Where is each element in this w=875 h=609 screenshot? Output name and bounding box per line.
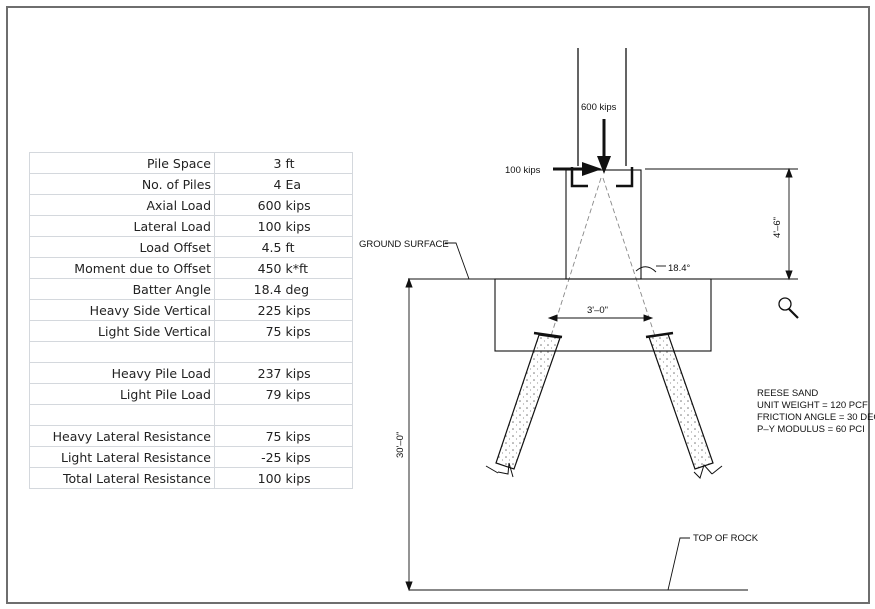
row-value: -25 <box>214 446 284 468</box>
soil-notes: REESE SAND UNIT WEIGHT = 120 PCF FRICTIO… <box>757 388 875 435</box>
batter-angle-label: 18.4° <box>668 263 690 274</box>
row-value: 100 <box>214 215 284 237</box>
axial-load-label: 600 kips <box>581 102 617 113</box>
row-label: Heavy Pile Load <box>29 362 215 384</box>
row-unit: kips <box>283 194 353 216</box>
row-unit: kips <box>283 320 353 342</box>
row-value: 75 <box>214 425 284 447</box>
row-label: Heavy Side Vertical <box>29 299 215 321</box>
lateral-load-label: 100 kips <box>505 165 541 176</box>
left-battered-pile <box>485 331 563 478</box>
row-label: Axial Load <box>29 194 215 216</box>
soil-note-line: P–Y MODULUS = 60 PCI <box>757 424 865 435</box>
offset-dimension <box>645 167 798 281</box>
top-of-rock-leader <box>667 537 690 591</box>
lateral-load-arrow <box>553 162 602 176</box>
depth-dimension <box>405 277 413 592</box>
row-label: Total Lateral Resistance <box>29 467 215 489</box>
row-label: Light Pile Load <box>29 383 215 405</box>
row-unit: kips <box>283 383 353 405</box>
load-path-lines <box>550 177 656 337</box>
soil-note-line: REESE SAND <box>757 388 818 399</box>
column <box>577 48 627 166</box>
top-of-rock-label: TOP OF ROCK <box>693 533 759 544</box>
pile-spacing-dimension <box>547 314 654 322</box>
row-value: 100 <box>214 467 284 489</box>
table-row <box>29 404 353 426</box>
right-battered-pile <box>645 331 723 479</box>
pile-cap <box>494 278 712 352</box>
row-unit: k*ft <box>283 257 353 279</box>
row-label: Load Offset <box>29 236 215 258</box>
base-plate <box>570 167 634 188</box>
soil-note-line: UNIT WEIGHT = 120 PCF <box>757 400 868 411</box>
magnifier-icon[interactable] <box>778 297 799 319</box>
depth-dimension-label: 30'–0" <box>395 432 406 458</box>
row-label: Batter Angle <box>29 278 215 300</box>
batter-angle-arc <box>635 266 657 273</box>
row-unit: kips <box>283 467 353 489</box>
ground-surface-label: GROUND SURFACE <box>359 239 449 250</box>
offset-dimension-label: 4'–6" <box>772 217 783 238</box>
pile-spacing-label: 3'–0" <box>587 305 608 316</box>
row-value: 450 <box>214 257 284 279</box>
row-unit: Ea <box>283 173 353 195</box>
row-unit: kips <box>283 215 353 237</box>
axial-load-arrow <box>597 119 611 174</box>
ground-surface-leader <box>445 242 470 280</box>
soil-note-line: FRICTION ANGLE = 30 DEGREE <box>757 412 875 423</box>
row-label: Moment due to Offset <box>29 257 215 279</box>
